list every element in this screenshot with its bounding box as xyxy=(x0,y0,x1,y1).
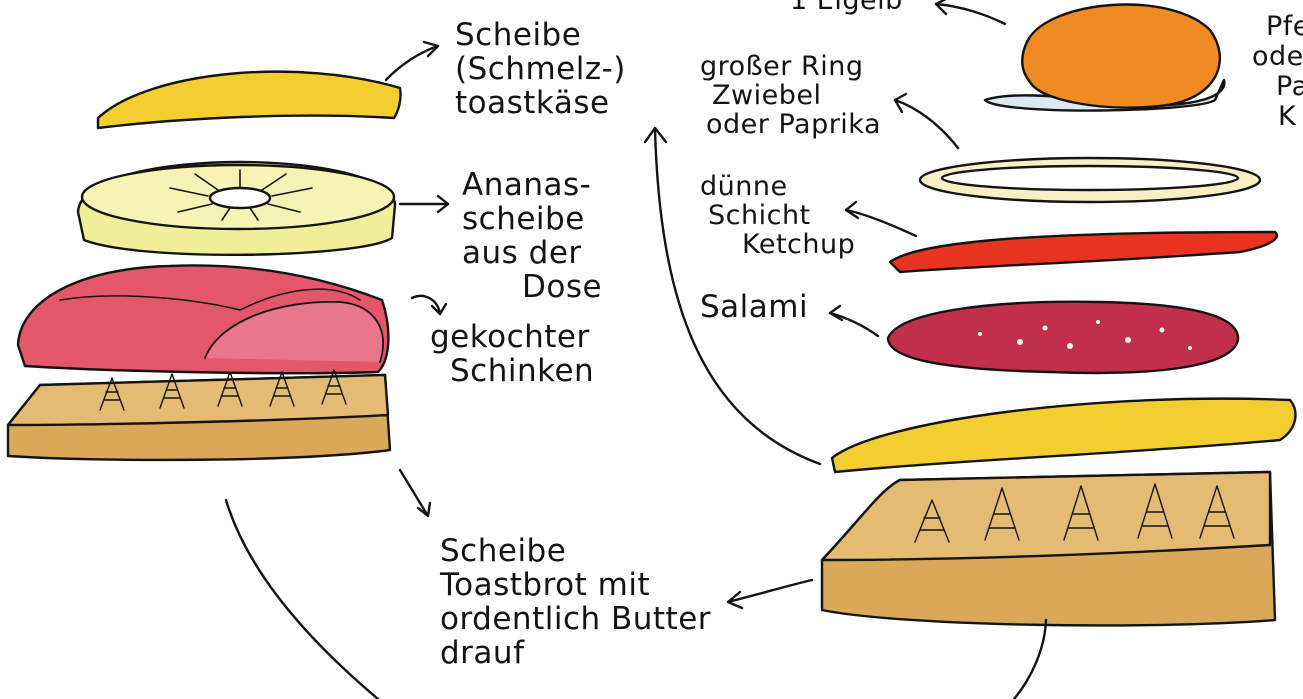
arrow-bread-right xyxy=(728,580,812,608)
label-pineapple: Ananas- scheibe aus der Dose xyxy=(462,168,602,304)
label-cheese-line-1: Scheibe xyxy=(455,18,626,52)
arrow-pineapple xyxy=(400,196,448,212)
label-pepper-line-2: ode xyxy=(1252,42,1303,72)
label-egg: 1 Eigelb xyxy=(790,0,903,15)
salami-slice xyxy=(888,302,1238,373)
label-bread: Scheibe Toastbrot mit ordentlich Butter … xyxy=(440,534,711,670)
label-onion: großer Ring Zwiebel oder Paprika xyxy=(700,52,881,139)
arrow-ham xyxy=(412,296,446,314)
onion-ring xyxy=(920,158,1260,202)
label-onion-line-1: großer Ring xyxy=(700,52,881,81)
curve-bottom-left xyxy=(226,500,378,699)
label-ham: gekochter Schinken xyxy=(430,320,594,388)
arrow-bread-left xyxy=(400,470,430,516)
label-pineapple-line-4: Dose xyxy=(462,270,602,304)
label-cheese-line-2: (Schmelz-) xyxy=(455,52,626,86)
ham-slices xyxy=(18,265,388,373)
label-salami: Salami xyxy=(700,290,808,324)
arrow-onion xyxy=(895,94,958,148)
label-salami-text: Salami xyxy=(700,290,808,324)
arrow-salami xyxy=(830,306,878,336)
pineapple-slice xyxy=(78,162,395,255)
label-ham-line-2: Schinken xyxy=(430,354,594,388)
label-pineapple-line-2: scheibe xyxy=(462,202,602,236)
label-ketchup-line-3: Ketchup xyxy=(700,230,855,259)
label-pineapple-line-1: Ananas- xyxy=(462,168,602,202)
curve-bottom-right xyxy=(1014,620,1046,699)
label-ketchup-line-1: dünne xyxy=(700,172,855,201)
label-ketchup-line-2: Schicht xyxy=(700,201,855,230)
label-pepper-line-1: Pfe xyxy=(1252,12,1303,42)
label-ham-line-1: gekochter xyxy=(430,320,594,354)
label-egg-text: 1 Eigelb xyxy=(790,0,903,15)
label-pineapple-line-3: aus der xyxy=(462,236,602,270)
label-onion-line-2: Zwiebel xyxy=(700,81,881,110)
label-cheese-line-3: toastkäse xyxy=(455,86,626,120)
label-bread-line-4: drauf xyxy=(440,636,711,670)
egg-yolk xyxy=(985,5,1224,111)
arrow-cheese xyxy=(386,42,438,80)
label-cheese: Scheibe (Schmelz-) toastkäse xyxy=(455,18,626,120)
label-bread-line-3: ordentlich Butter xyxy=(440,602,711,636)
label-pepper-cut: Pfe ode Pa K xyxy=(1252,12,1303,132)
label-ketchup: dünne Schicht Ketchup xyxy=(700,172,855,259)
label-pepper-line-3: Pa xyxy=(1252,72,1303,102)
label-bread-line-1: Scheibe xyxy=(440,534,711,568)
cheese-slice-left xyxy=(98,72,401,128)
ketchup-layer xyxy=(890,232,1277,272)
label-pepper-line-4: K xyxy=(1252,102,1303,132)
toast-slice-left xyxy=(8,370,390,460)
arrow-ketchup xyxy=(846,202,916,236)
cheese-slice-right xyxy=(832,399,1295,472)
arrow-egg xyxy=(936,0,1005,24)
toast-slice-right xyxy=(822,472,1275,625)
label-bread-line-2: Toastbrot mit xyxy=(440,568,711,602)
label-onion-line-3: oder Paprika xyxy=(700,110,881,139)
